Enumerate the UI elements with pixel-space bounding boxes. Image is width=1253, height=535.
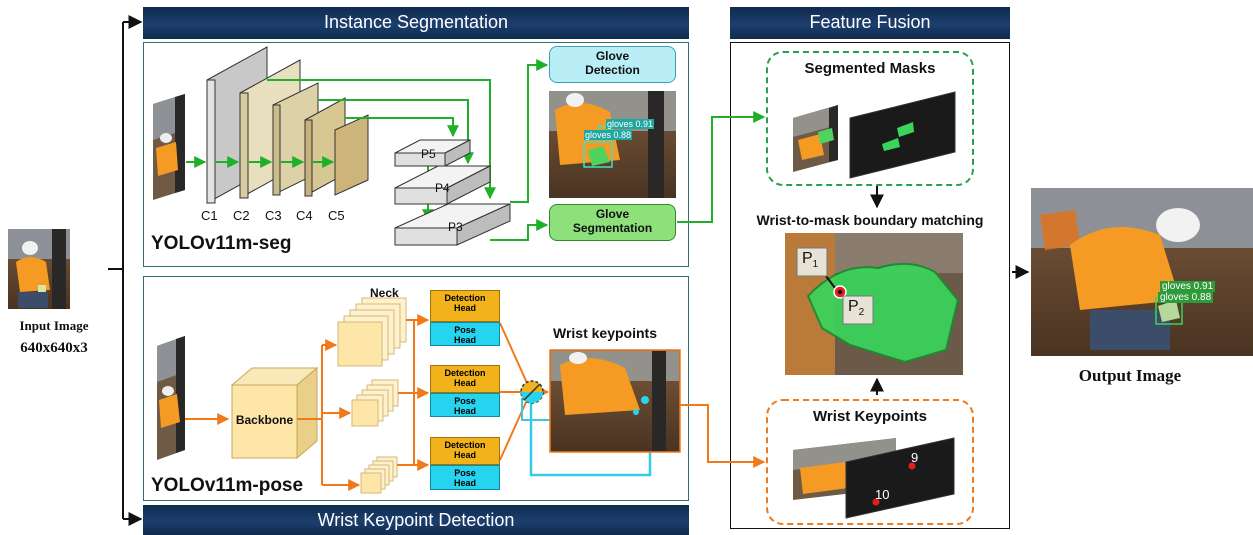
glove-detection-line1: Glove <box>595 49 630 63</box>
segmented-masks-title: Segmented Masks <box>804 60 936 77</box>
detection-head-1-line1: Detection <box>444 293 486 303</box>
detection-head-1-line2: Head <box>453 303 476 313</box>
layer-c1-label: C1 <box>201 208 218 223</box>
merge-node <box>520 380 544 404</box>
wrist-keypoints-title: Wrist Keypoints <box>813 408 927 425</box>
neck-p3-label: P3 <box>448 220 463 234</box>
detection-head-2-line1: Detection <box>444 368 486 378</box>
seg-detection-label-2: gloves 0.88 <box>584 130 633 140</box>
glove-segmentation-line1: Glove <box>595 207 630 221</box>
detection-head-3: Detection Head <box>430 437 500 465</box>
detection-head-3-line2: Head <box>453 450 476 460</box>
wrist-keypoints-images <box>793 437 955 519</box>
p1-subscript: 1 <box>812 259 819 271</box>
pose-head-1-line1: Pose <box>454 325 476 335</box>
seg-model-title: YOLOv11m-seg <box>151 233 292 254</box>
segmented-masks-images <box>793 91 956 179</box>
p1-letter: P <box>802 250 813 267</box>
layer-c3-label: C3 <box>265 208 282 223</box>
layer-c2-label: C2 <box>233 208 250 223</box>
input-image <box>8 229 70 309</box>
backbone-cube <box>230 366 319 460</box>
neck-p4-label: P4 <box>435 181 450 195</box>
neck-p5-label: P5 <box>421 147 436 161</box>
keypoint-10-label: 10 <box>875 487 890 502</box>
pose-head-1: Pose Head <box>430 322 500 346</box>
pose-head-3-line1: Pose <box>454 468 476 478</box>
pose-head-2-line2: Head <box>453 406 476 416</box>
seg-neck-plates <box>394 139 511 246</box>
feature-fusion-banner: Feature Fusion <box>730 7 1010 39</box>
matching-title: Wrist-to-mask boundary matching <box>756 212 984 228</box>
seg-backbone-layers <box>206 46 369 204</box>
input-image-size: 640x640x3 <box>20 340 88 356</box>
glove-segmentation-line2: Segmentation <box>572 221 653 235</box>
p2-letter: P <box>848 298 859 315</box>
pose-head-2-line1: Pose <box>454 396 476 406</box>
output-detection-1: gloves 0.91 <box>1160 281 1216 292</box>
pose-orange-connectors <box>185 314 766 491</box>
layer-c4-label: C4 <box>296 208 313 223</box>
pose-neck-label: Neck <box>370 286 399 300</box>
pose-model-title: YOLOv11m-pose <box>151 475 304 496</box>
seg-to-fusion-arrow <box>677 111 766 223</box>
neck-stacks <box>337 297 407 494</box>
wrist-keypoints-photo <box>549 349 681 453</box>
wrist-keypoints-caption: Wrist keypoints <box>553 325 657 341</box>
p2-label: P2 <box>848 298 864 318</box>
detection-head-2: Detection Head <box>430 365 500 393</box>
p2-subscript: 2 <box>858 307 865 319</box>
pose-head-3: Pose Head <box>430 465 500 490</box>
pose-head-3-line2: Head <box>453 478 476 488</box>
seg-detection-label-1: gloves 0.91 <box>606 119 655 129</box>
p1-label: P1 <box>802 250 818 270</box>
layer-c5-label: C5 <box>328 208 345 223</box>
keypoint-9-label: 9 <box>911 450 919 465</box>
detection-head-1: Detection Head <box>430 290 500 322</box>
input-connector <box>108 15 143 526</box>
seg-example-photo <box>549 91 676 198</box>
detection-head-3-line1: Detection <box>444 440 486 450</box>
seg-input-image <box>153 94 185 200</box>
wrist-keypoint-detection-banner: Wrist Keypoint Detection <box>143 505 689 535</box>
glove-detection-box: Glove Detection <box>549 46 676 83</box>
detection-head-2-line2: Head <box>453 378 476 388</box>
pose-head-2: Pose Head <box>430 393 500 417</box>
segmented-masks-frame <box>766 51 974 186</box>
pose-input-image <box>157 336 185 460</box>
output-image <box>1031 188 1253 356</box>
output-image-label: Output Image <box>1078 366 1182 385</box>
instance-segmentation-banner: Instance Segmentation <box>143 7 689 39</box>
input-image-label: Input Image <box>19 318 89 333</box>
pose-backbone-label: Backbone <box>235 413 294 427</box>
glove-detection-line2: Detection <box>585 63 640 77</box>
matching-photo <box>785 233 963 375</box>
pose-head-1-line2: Head <box>453 335 476 345</box>
output-detection-2: gloves 0.88 <box>1158 292 1214 303</box>
wrist-keypoints-frame <box>766 399 974 525</box>
glove-segmentation-box: Glove Segmentation <box>549 204 676 241</box>
